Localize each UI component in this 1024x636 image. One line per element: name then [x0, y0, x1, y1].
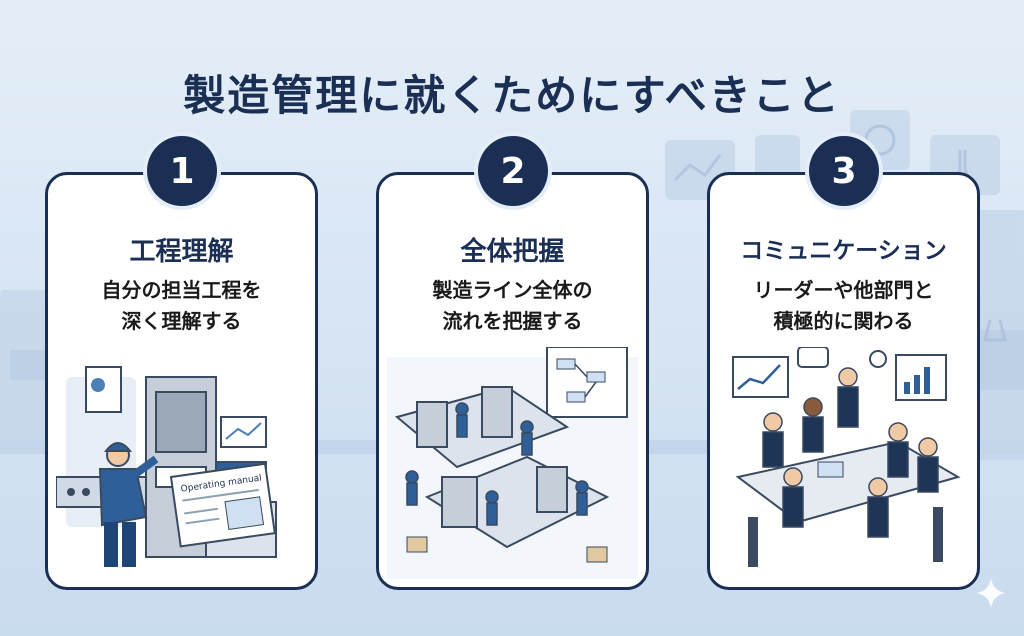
card-description-line: 自分の担当工程を: [101, 278, 262, 302]
card-title: コミュニケーション: [740, 238, 947, 264]
factory-worker-machine-icon: Operating manual: [56, 366, 277, 567]
card-description-line: 製造ライン全体の: [432, 278, 593, 302]
card-description-line: 流れを把握する: [442, 309, 583, 333]
card-description: 製造ライン全体の 流れを把握する: [379, 275, 646, 337]
step-number-badge: 1: [147, 136, 217, 206]
card-description: リーダーや他部門と 積極的に関わる: [710, 275, 977, 337]
card-description-line: リーダーや他部門と: [753, 278, 934, 302]
card-title: 全体把握: [460, 237, 565, 267]
step-card-1: 工程理解 自分の担当工程を 深く理解する Operating manual: [45, 172, 318, 590]
step-card-3: コミュニケーション リーダーや他部門と 積極的に関わる: [707, 172, 980, 590]
page-title: 製造管理に就くためにすべきこと: [183, 71, 841, 120]
card-description-line: 深く理解する: [121, 309, 242, 333]
card-title: 工程理解: [129, 237, 234, 267]
card-description-line: 積極的に関わる: [773, 309, 914, 333]
sparkle-icon: [976, 578, 1006, 608]
production-line-overview-icon: [387, 347, 638, 579]
step-number-badge: 2: [478, 136, 548, 206]
step-card-2: 全体把握 製造ライン全体の 流れを把握する: [376, 172, 649, 590]
team-meeting-icon: [732, 347, 961, 567]
card-description: 自分の担当工程を 深く理解する: [48, 275, 315, 337]
step-number-badge: 3: [809, 136, 879, 206]
